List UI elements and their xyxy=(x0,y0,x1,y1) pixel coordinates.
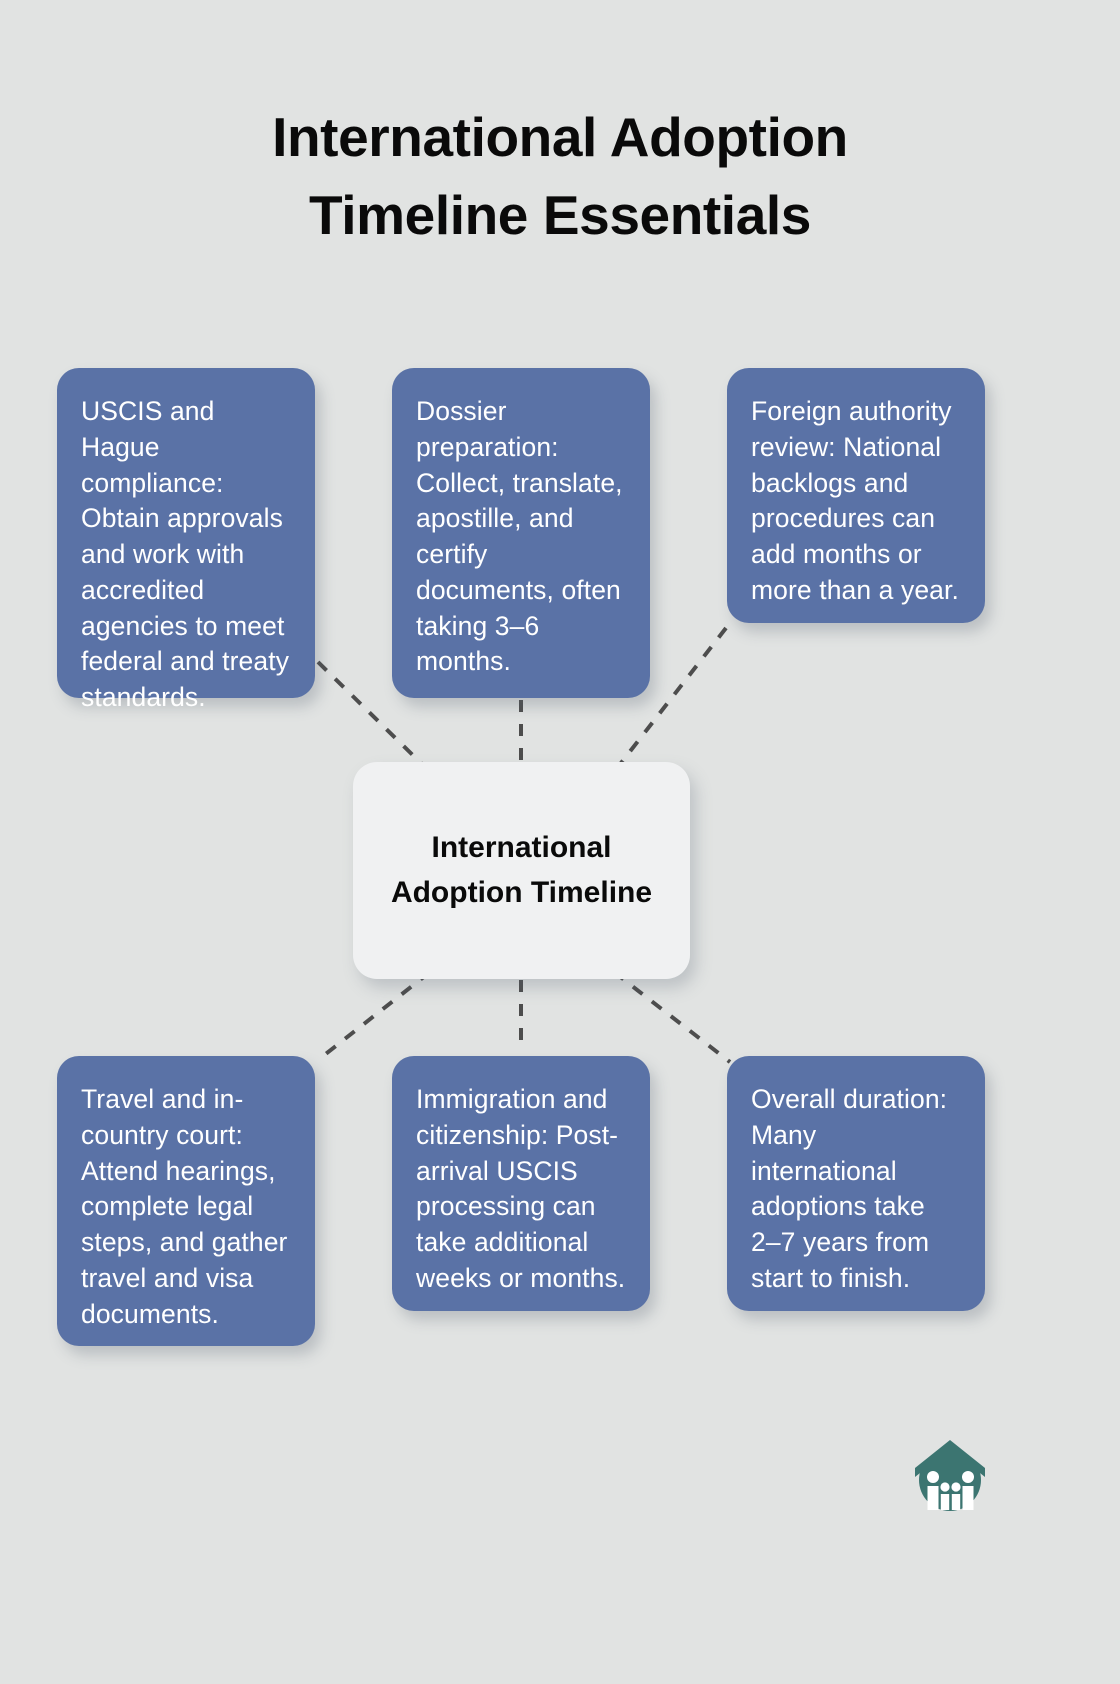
card-immigration-and-citizenship[interactable]: Immigration and citizenship: Post-arriva… xyxy=(392,1056,650,1311)
card-text: USCIS and Hague compliance: Obtain appro… xyxy=(81,396,290,713)
card-uscis-hague-compliance[interactable]: USCIS and Hague compliance: Obtain appro… xyxy=(57,368,315,712)
adult-head-right xyxy=(962,1471,974,1483)
house-family-logo xyxy=(915,1440,985,1511)
child-head-left xyxy=(940,1482,950,1492)
card-travel-and-in-country-court[interactable]: Travel and in-country court: Attend hear… xyxy=(57,1056,315,1346)
child-head-right xyxy=(951,1482,961,1492)
connector-card6-center xyxy=(612,970,732,1064)
card-dossier-preparation[interactable]: Dossier preparation: Collect, translate,… xyxy=(392,368,650,698)
card-text: Foreign authority review: National backl… xyxy=(751,396,959,605)
adult-body-right xyxy=(962,1486,974,1510)
center-node-label: International Adoption Timeline xyxy=(390,831,653,909)
page-title-line-1: International Adoption xyxy=(272,106,848,168)
card-text: Overall duration: Many international ado… xyxy=(751,1084,948,1293)
child-body-right xyxy=(951,1494,961,1510)
center-node[interactable]: International Adoption Timeline xyxy=(353,762,690,979)
card-text: Travel and in-country court: Attend hear… xyxy=(81,1084,288,1329)
card-foreign-authority-review[interactable]: Foreign authority review: National backl… xyxy=(727,368,985,623)
connector-card4-center xyxy=(316,970,432,1062)
page-title-line-2: Timeline Essentials xyxy=(309,184,811,247)
adult-head-left xyxy=(927,1471,939,1483)
roof-icon xyxy=(915,1440,985,1477)
adult-body-left xyxy=(927,1486,939,1510)
connector-card1-center xyxy=(316,660,432,774)
card-text: Immigration and citizenship: Post-arriva… xyxy=(416,1084,626,1293)
child-body-left xyxy=(940,1494,950,1510)
card-overall-duration[interactable]: Overall duration: Many international ado… xyxy=(727,1056,985,1311)
page-title: International Adoption Timeline Essentia… xyxy=(0,98,1120,254)
card-text: Dossier preparation: Collect, translate,… xyxy=(416,396,623,677)
connector-card3-center xyxy=(612,626,728,774)
